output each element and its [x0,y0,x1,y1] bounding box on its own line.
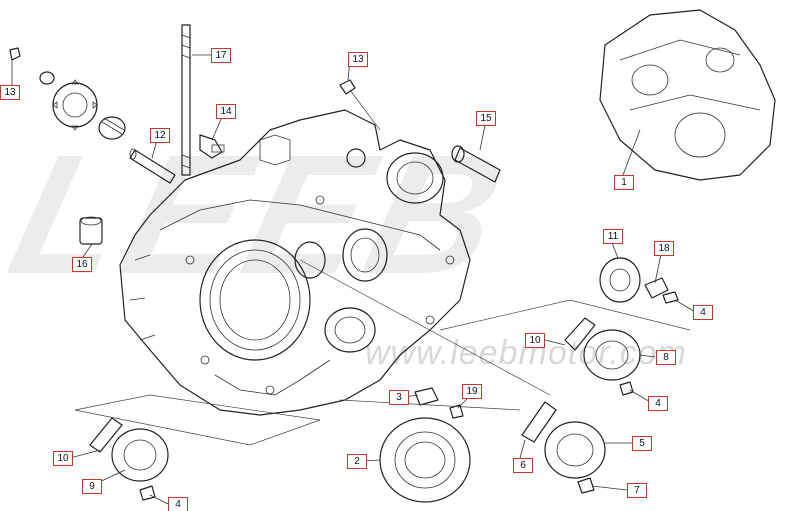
callout-4-lower[interactable]: 4 [168,497,188,511]
callout-6[interactable]: 6 [513,458,533,473]
assembled-crankcase-thumbnail [599,9,776,181]
callout-13-right[interactable]: 13 [348,52,368,67]
callout-16[interactable]: 16 [72,257,92,272]
small-plate [414,387,464,419]
callout-4-middle[interactable]: 4 [648,396,668,411]
retaining-plate [644,277,679,304]
callout-17[interactable]: 17 [211,48,231,63]
bearing-group-upper [564,317,641,396]
bearing-group-lower-right [521,401,606,494]
callout-15[interactable]: 15 [476,111,496,126]
callout-10-lower[interactable]: 10 [53,451,73,466]
sleeve [451,145,501,183]
leader-lines [11,54,698,505]
callout-1[interactable]: 1 [614,175,634,190]
main-bearing [379,417,471,503]
bearing-group-lower-left [89,417,169,501]
sensor [199,134,225,159]
clip [339,79,356,95]
callout-2[interactable]: 2 [347,454,367,469]
bushing [79,216,103,245]
callout-9[interactable]: 9 [82,479,102,494]
callout-11[interactable]: 11 [603,229,623,244]
callout-8[interactable]: 8 [656,350,676,365]
callout-10-upper[interactable]: 10 [525,333,545,348]
callout-13-left[interactable]: 13 [0,85,20,100]
callout-12[interactable]: 12 [150,128,170,143]
shaft [129,148,176,184]
callout-14[interactable]: 14 [216,104,236,119]
callout-3[interactable]: 3 [389,390,409,405]
callout-18[interactable]: 18 [654,241,674,256]
callout-5[interactable]: 5 [632,436,652,451]
grouping-lines [74,89,691,446]
callout-4-upper[interactable]: 4 [693,305,713,320]
stud [181,24,191,176]
bearing-11 [599,257,641,303]
sprocket-assembly [9,47,126,140]
callout-7[interactable]: 7 [627,483,647,498]
callout-19[interactable]: 19 [462,384,482,399]
crankcase-half [119,109,471,416]
